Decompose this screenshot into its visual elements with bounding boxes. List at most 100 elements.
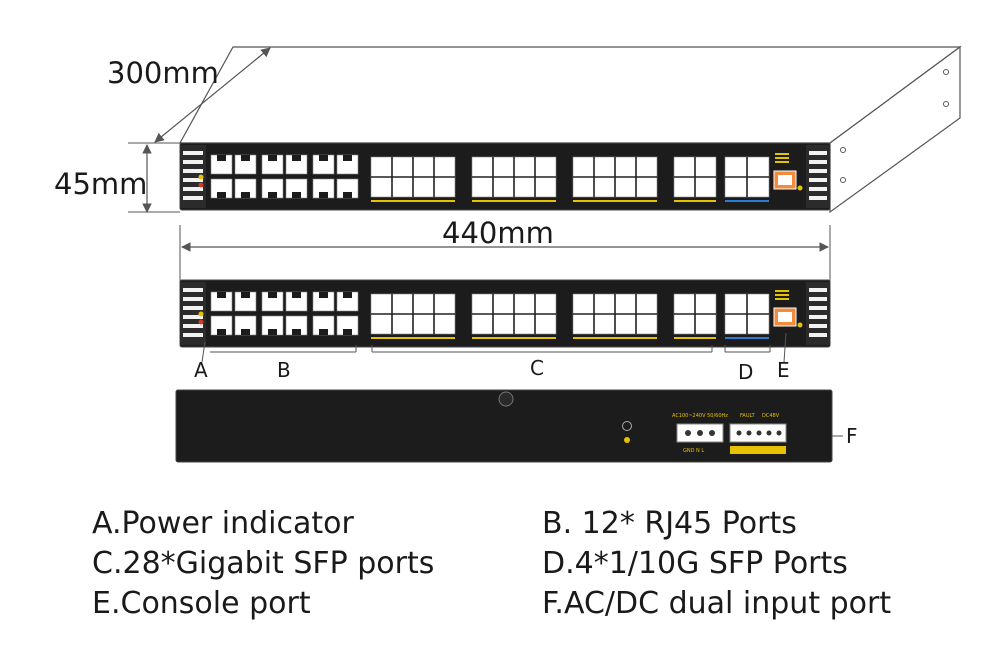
- vent-slot: [183, 297, 203, 301]
- reset-button-icon: [797, 322, 803, 328]
- terminal-labels: GND N L: [683, 448, 704, 454]
- rear-fan-vent: [498, 391, 514, 407]
- vent-slot: [809, 178, 827, 182]
- sfp-label-strip: [674, 200, 716, 202]
- top-face: [178, 46, 962, 144]
- front-panel-bottom: [179, 279, 831, 348]
- vent-slot: [809, 196, 827, 200]
- vent-slot: [809, 160, 827, 164]
- sfp-label-strip: [674, 337, 716, 339]
- height-label: 45mm: [54, 167, 147, 201]
- ground-screw: [622, 421, 632, 431]
- vent-slot: [809, 333, 827, 337]
- depth-arrow: [154, 47, 271, 143]
- sfp-label-strip: [472, 337, 556, 339]
- rj45-latch: [343, 329, 352, 335]
- rj45-latch: [319, 292, 328, 298]
- vent-slot: [183, 169, 203, 173]
- dc-label-strip: [730, 446, 786, 454]
- power-rating-label: AC100~240V 50/60Hz: [672, 413, 728, 419]
- side-screw: [943, 69, 949, 75]
- terminal-screw: [776, 430, 782, 436]
- side-screw: [943, 101, 949, 107]
- callout-f: F: [846, 424, 858, 448]
- rj45-latch: [343, 155, 352, 161]
- vent-slot: [809, 151, 827, 155]
- rear-chassis: [175, 389, 833, 463]
- terminal-screw: [746, 430, 752, 436]
- legend-rj45-ports: B. 12* RJ45 Ports: [542, 506, 797, 541]
- dimension-lines: 300mm 45mm 440mm: [54, 47, 831, 285]
- rj45-latch: [241, 155, 250, 161]
- rj45-latch: [319, 329, 328, 335]
- terminal-screw: [697, 430, 703, 436]
- sfp-10g-label-strip: [725, 337, 769, 339]
- vent-slot: [809, 187, 827, 191]
- vent-slot: [183, 333, 203, 337]
- legend-power-indicator: A.Power indicator: [92, 506, 354, 541]
- legend-10g-sfp-ports: D.4*1/10G SFP Ports: [542, 546, 848, 581]
- rj45-latch: [343, 292, 352, 298]
- vent-slot: [183, 324, 203, 328]
- vent-slot: [809, 306, 827, 310]
- callout-e: E: [777, 358, 790, 382]
- front-panel-top: [179, 142, 831, 211]
- console-port-socket: [778, 312, 792, 322]
- rj45-latch: [319, 192, 328, 198]
- terminal-screw: [736, 430, 742, 436]
- rj45-latch: [319, 155, 328, 161]
- status-led-icon: [775, 290, 789, 292]
- sfp-label-strip: [573, 200, 657, 202]
- rj45-latch: [268, 329, 277, 335]
- console-port-socket: [778, 175, 792, 185]
- depth-label: 300mm: [107, 56, 219, 90]
- vent-slot: [809, 315, 827, 319]
- status-led-icon: [775, 161, 789, 163]
- terminal-screw: [709, 430, 715, 436]
- rj45-latch: [268, 155, 277, 161]
- power-led-icon: [198, 174, 204, 180]
- vent-slot: [809, 324, 827, 328]
- rj45-latch: [241, 192, 250, 198]
- rj45-latch: [217, 155, 226, 161]
- width-label: 440mm: [442, 216, 554, 250]
- vent-slot: [183, 288, 203, 292]
- status-led-icon: [775, 294, 789, 296]
- terminal-screw: [766, 430, 772, 436]
- rj45-latch: [292, 329, 301, 335]
- callout-a-line: [201, 341, 206, 363]
- power-led-icon: [198, 182, 204, 188]
- rj45-latch: [241, 292, 250, 298]
- legend-dual-input-port: F.AC/DC dual input port: [542, 586, 892, 621]
- rj45-latch: [268, 292, 277, 298]
- terminal-screw: [756, 430, 762, 436]
- callout-e-line: [783, 332, 787, 363]
- rj45-latch: [292, 292, 301, 298]
- status-led-icon: [775, 157, 789, 159]
- power-led-icon: [198, 311, 204, 317]
- side-screw: [840, 177, 846, 183]
- rj45-latch: [217, 292, 226, 298]
- vent-slot: [183, 178, 203, 182]
- switch-perspective-body: [178, 45, 962, 214]
- vent-slot: [183, 187, 203, 191]
- rj45-latch: [241, 329, 250, 335]
- legend-gigabit-sfp-ports: C.28*Gigabit SFP ports: [92, 546, 435, 581]
- sfp-label-strip: [371, 200, 455, 202]
- vent-slot: [809, 288, 827, 292]
- terminal-screw: [685, 430, 691, 436]
- rear-panel: AC100~240V 50/60Hz GND N L FAULT DC48V: [175, 389, 833, 463]
- callout-a: A: [194, 358, 208, 382]
- status-led-icon: [775, 153, 789, 155]
- rj45-latch: [292, 192, 301, 198]
- vent-slot: [183, 160, 203, 164]
- callout-d: D: [738, 360, 753, 384]
- rj45-latch: [217, 192, 226, 198]
- vent-slot: [183, 151, 203, 155]
- sfp-10g-label-strip: [725, 200, 769, 202]
- reset-button-icon: [797, 185, 803, 191]
- vent-slot: [809, 297, 827, 301]
- sfp-label-strip: [472, 200, 556, 202]
- sfp-label-strip: [573, 337, 657, 339]
